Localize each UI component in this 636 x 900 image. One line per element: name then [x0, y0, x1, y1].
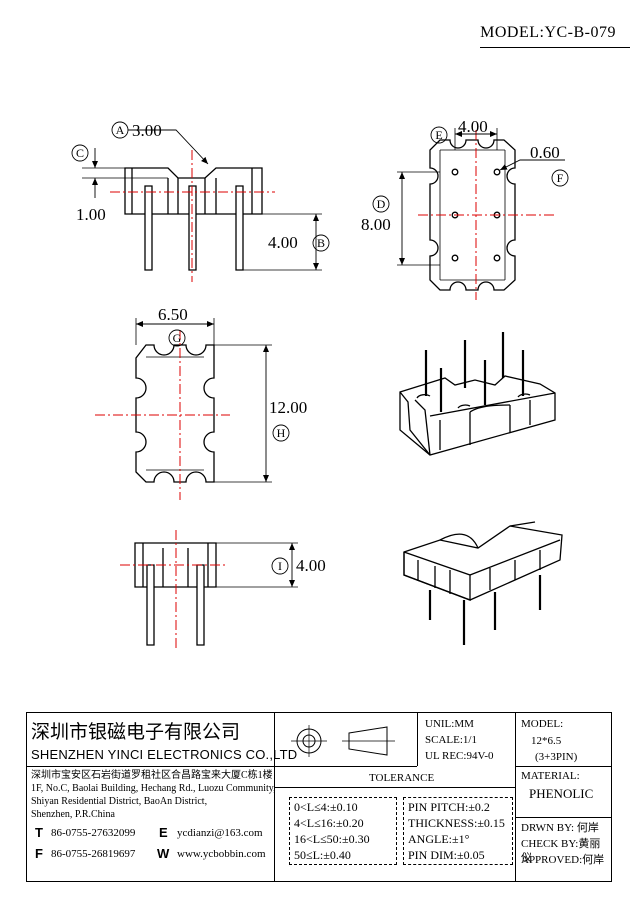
dim-e-value: 4.00 [458, 117, 488, 136]
model-size: 12*6.5 [531, 735, 562, 747]
dim-h-value: 12.00 [269, 398, 307, 417]
isometric-view-pins-up [399, 332, 556, 456]
material-value: PHENOLIC [529, 786, 594, 801]
dim-f-value: 0.60 [530, 143, 560, 162]
company-name-en: SHENZHEN YINCI ELECTRONICS CO.,LTD [31, 747, 298, 762]
dim-c-value: 1.00 [76, 205, 106, 224]
title-block: 深圳市银磁电子有限公司 SHENZHEN YINCI ELECTRONICS C… [26, 712, 612, 882]
projection-symbol-icon [291, 725, 395, 757]
company-address: 深圳市宝安区石岩街道罗租社区合昌路宝来大厦C栋1楼 1F, No.C, Baol… [31, 770, 276, 820]
phone-icon: T [35, 825, 43, 840]
dim-g-value: 6.50 [158, 305, 188, 324]
fax-number: 86-0755-26819697 [51, 848, 136, 860]
callout-e: E [435, 128, 442, 142]
company-name-cn: 深圳市银磁电子有限公司 [31, 721, 241, 743]
side-view [120, 530, 298, 650]
callout-a: A [116, 123, 125, 137]
fax-icon: F [35, 846, 43, 861]
email-address: ycdianzi@163.com [177, 827, 263, 839]
tolerance-pin-box: PIN PITCH:±0.2 THICKNESS:±0.15 ANGLE:±1°… [403, 797, 513, 865]
tolerance-title: TOLERANCE [369, 772, 435, 784]
callout-i: I [278, 559, 282, 573]
dim-d-value: 8.00 [361, 215, 391, 234]
callout-b: B [317, 236, 325, 250]
dim-i-value: 4.00 [296, 556, 326, 575]
tolerance-length-box: 0<L≤4:±0.10 4<L≤16:±0.20 16<L≤50:±0.30 5… [289, 797, 397, 865]
scale-label: SCALE:1/1 [425, 734, 477, 746]
top-view [397, 128, 565, 300]
web-icon: W [157, 846, 170, 861]
callout-f: F [557, 171, 564, 185]
drawn-by: DRWN BY: 何岸 [521, 822, 599, 834]
bottom-view [95, 318, 272, 500]
website: www.ycbobbin.com [177, 848, 266, 860]
callout-d: D [377, 197, 386, 211]
isometric-view-pins-down [403, 521, 563, 645]
callout-g: G [173, 331, 182, 345]
approved-by: APPROVED:何岸 [521, 854, 605, 866]
model-label: MODEL: [521, 718, 564, 730]
header-underline [480, 47, 630, 48]
model-number-header: MODEL:YC-B-079 [480, 24, 616, 41]
unit-label: UNIL:MM [425, 718, 474, 730]
model-pins: (3+3PIN) [535, 751, 578, 763]
dim-b-value: 4.00 [268, 233, 298, 252]
dim-a-value: 3.00 [132, 121, 162, 140]
front-view [82, 129, 322, 282]
callout-c: C [76, 146, 84, 160]
ul-rec-label: UL REC:94V-0 [425, 750, 494, 762]
material-label: MATERIAL: [521, 770, 580, 782]
callout-h: H [277, 426, 286, 440]
check-by: CHECK BY:黄丽仪 [521, 838, 601, 864]
phone-number: 86-0755-27632099 [51, 827, 136, 839]
technical-drawing: A 3.00 C 1.00 4.00 B 4.00 E 0.60 F D 8.0… [71, 117, 569, 650]
email-icon: E [159, 825, 168, 840]
